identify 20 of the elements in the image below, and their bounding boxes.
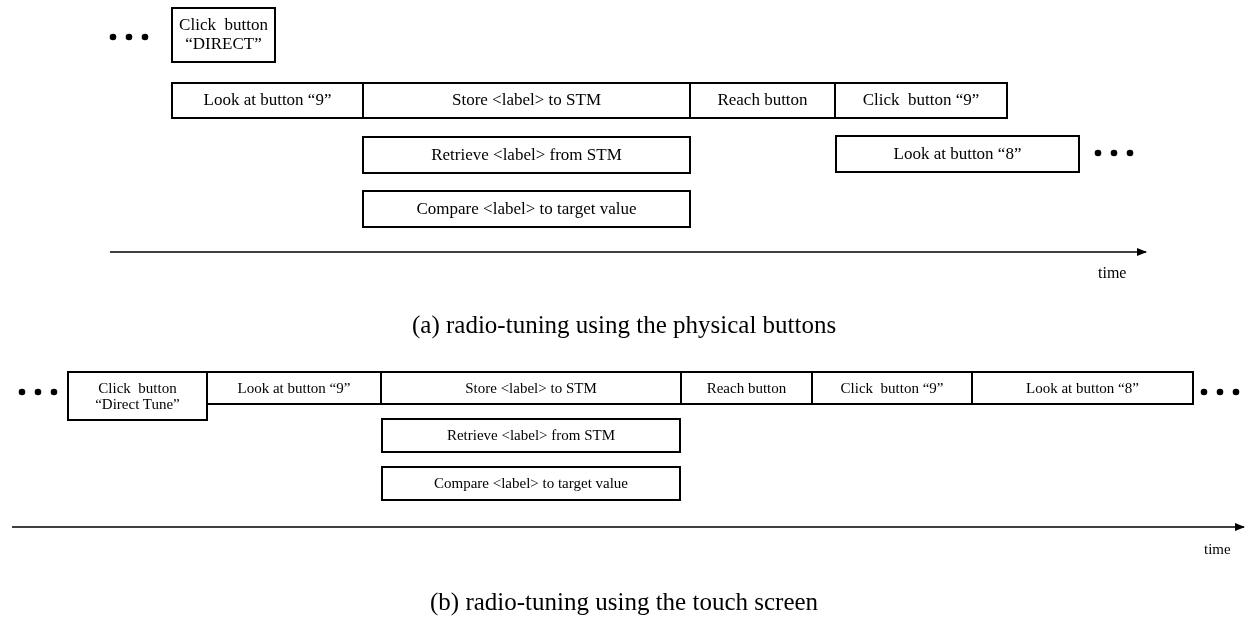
activity-box: Click button “DIRECT” <box>171 7 276 63</box>
activity-box: Store <label> to STM <box>362 82 691 119</box>
activity-box: Reach button <box>680 371 813 405</box>
activity-box: Retrieve <label> from STM <box>381 418 681 453</box>
caption: (a) radio-tuning using the physical buttons <box>412 311 837 339</box>
caption: (b) radio-tuning using the touch screen <box>430 588 819 616</box>
axis-label: time <box>1204 541 1231 558</box>
activity-box: Look at button “8” <box>835 135 1080 173</box>
activity-box: Click button “Direct Tune” <box>67 371 208 421</box>
activity-box: Reach button <box>689 82 836 119</box>
activity-box: Look at button “8” <box>971 371 1194 405</box>
activity-box: Compare <label> to target value <box>381 466 681 501</box>
activity-box: Retrieve <label> from STM <box>362 136 691 174</box>
activity-box: Click button “9” <box>834 82 1008 119</box>
activity-box: Click button “9” <box>811 371 973 405</box>
activity-box: Look at button “9” <box>206 371 382 405</box>
axis-label: time <box>1098 264 1127 282</box>
activity-box: Store <label> to STM <box>380 371 682 405</box>
activity-box: Look at button “9” <box>171 82 364 119</box>
activity-box: Compare <label> to target value <box>362 190 691 228</box>
